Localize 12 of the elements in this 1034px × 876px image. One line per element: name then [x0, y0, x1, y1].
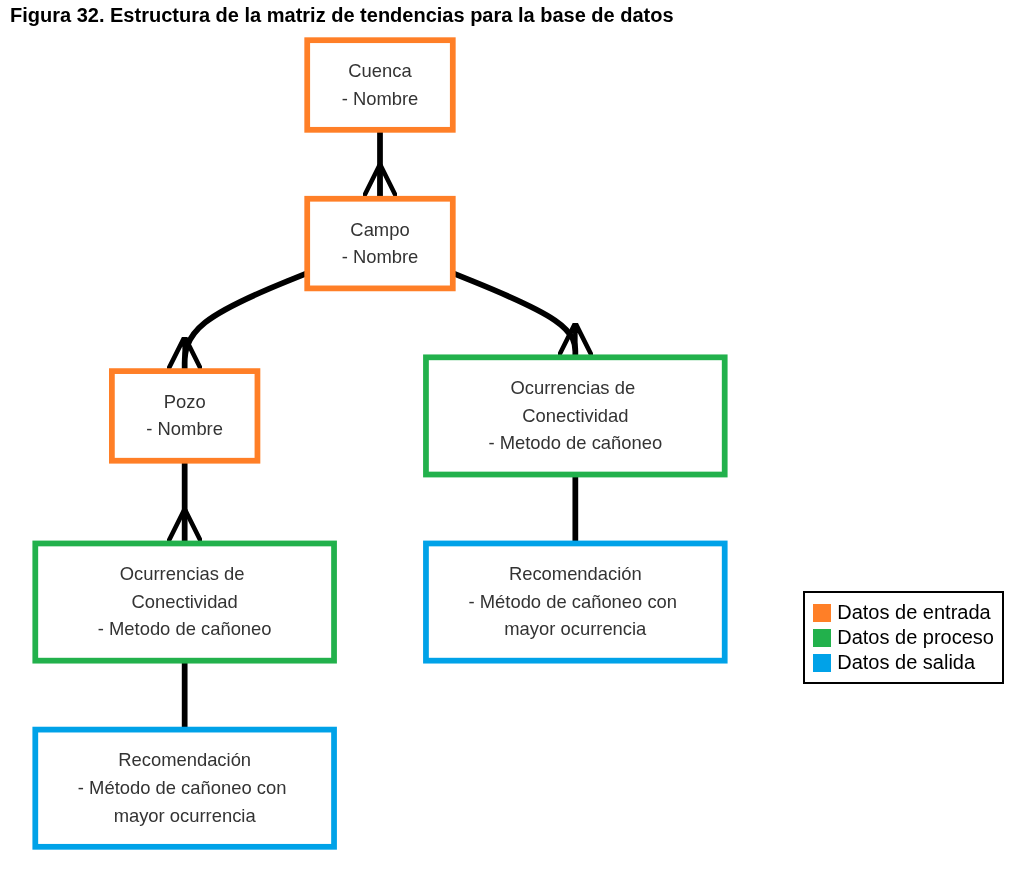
entity-box: Ocurrencias de Conectividad - Metodo de cañoneo: [32, 540, 337, 664]
connector-line: [572, 474, 579, 544]
entity-box: Campo - Nombre: [304, 195, 456, 292]
legend-label: Datos de entrada: [837, 601, 991, 624]
entity-box: Ocurrencias de Conectividad - Metodo de cañoneo: [423, 354, 728, 478]
legend-label: Datos de salida: [837, 651, 976, 674]
entity-box: Recomendación - Método de cañoneo con mayor ocurrencia: [423, 540, 728, 664]
entity-box: Pozo - Nombre: [109, 368, 261, 464]
figure-title: Figura 32. Estructura de la matriz de tendencias para la base de datos: [9, 3, 675, 28]
legend-label: Datos de proceso: [837, 626, 994, 649]
entity-box: Recomendación - Método de cañoneo con mayor ocurrencia: [32, 726, 337, 850]
entity-box: Cuenca - Nombre: [304, 37, 456, 133]
